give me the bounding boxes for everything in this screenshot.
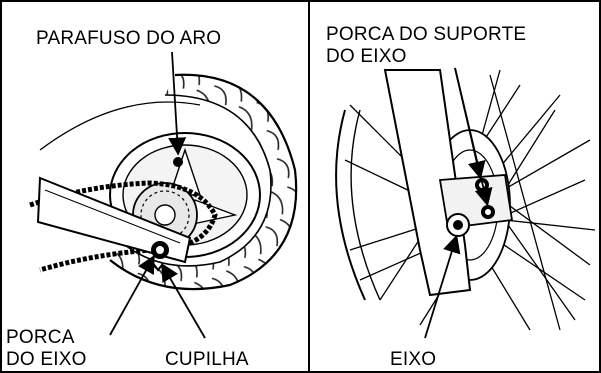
rim-bolt-leader xyxy=(168,51,187,156)
axle-nut-leader xyxy=(109,254,155,336)
cotter-pin-leader xyxy=(161,262,206,339)
swing-arm xyxy=(36,176,192,264)
holder-nut-leader-lower xyxy=(454,67,493,207)
axle-leader xyxy=(424,234,461,339)
label-cotter-pin: CUPILHA xyxy=(165,349,249,370)
label-axle-holder-nut-line1: PORCA DO SUPORTE xyxy=(326,24,526,45)
front-tire xyxy=(335,109,366,301)
label-axle: EIXO xyxy=(390,349,436,370)
label-axle-nut-line2: DO EIXO xyxy=(6,349,87,370)
drive-chain xyxy=(29,180,218,273)
rim-bolt xyxy=(173,157,183,167)
label-rim-bolt: PARAFUSO DO ARO xyxy=(36,28,221,49)
label-axle-holder-nut-line2: DO EIXO xyxy=(326,46,407,67)
label-axle-nut-line1: PORCA xyxy=(6,327,75,348)
left-panel-drawing xyxy=(29,73,298,291)
